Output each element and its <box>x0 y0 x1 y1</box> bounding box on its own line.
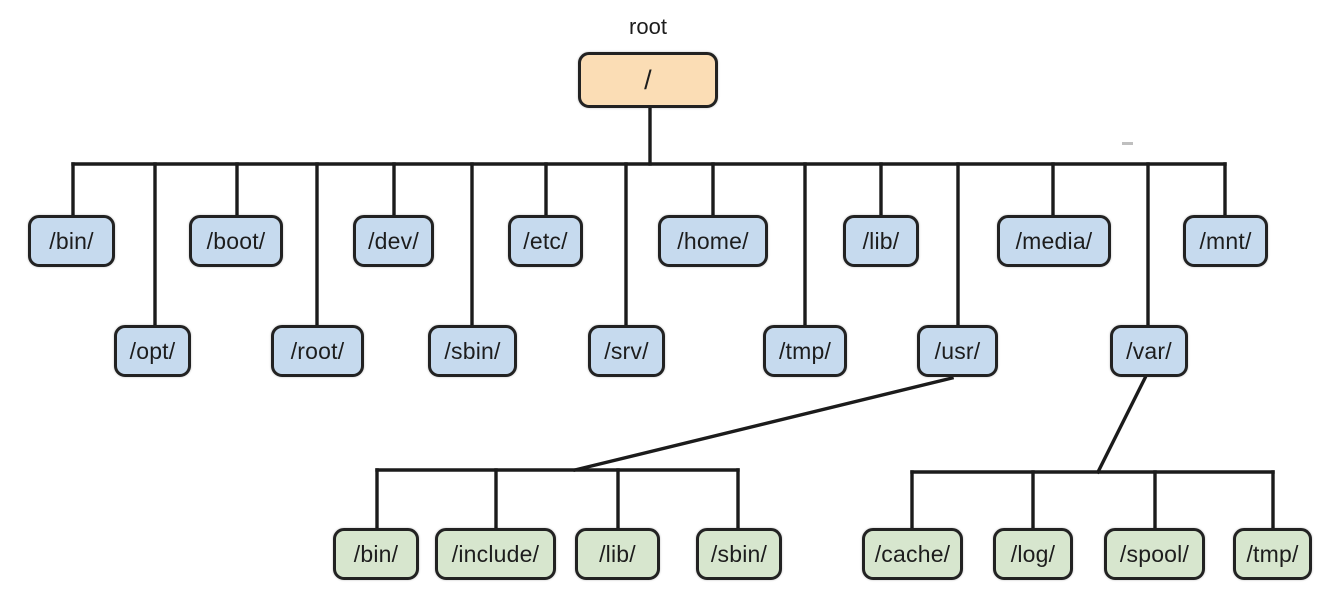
stray-mark <box>1122 142 1133 145</box>
var-diagonal-line <box>1095 375 1148 475</box>
node-var-tmp: /tmp/ <box>1233 528 1312 580</box>
node-usr: /usr/ <box>917 325 998 377</box>
node-etc: /etc/ <box>508 215 583 267</box>
node-root-home: /root/ <box>271 325 364 377</box>
node-bin: /bin/ <box>28 215 115 267</box>
node-root: / <box>578 52 718 108</box>
level1-top-drop-lines <box>71 162 1227 219</box>
node-media: /media/ <box>997 215 1111 267</box>
node-usr-include: /include/ <box>435 528 556 580</box>
root-caption: root <box>629 14 667 39</box>
node-var-spool: /spool/ <box>1104 528 1205 580</box>
node-var-log: /log/ <box>993 528 1073 580</box>
node-sbin: /sbin/ <box>428 325 517 377</box>
node-usr-bin: /bin/ <box>333 528 419 580</box>
var-drop-lines <box>910 470 1275 532</box>
level1-bottom-drop-lines <box>153 162 1150 329</box>
node-tmp: /tmp/ <box>763 325 847 377</box>
usr-diagonal-line <box>572 375 955 473</box>
node-usr-sbin: /sbin/ <box>696 528 782 580</box>
node-srv: /srv/ <box>588 325 665 377</box>
node-boot: /boot/ <box>189 215 283 267</box>
node-var-cache: /cache/ <box>862 528 963 580</box>
node-opt: /opt/ <box>114 325 191 377</box>
node-dev: /dev/ <box>353 215 434 267</box>
node-var: /var/ <box>1110 325 1188 377</box>
node-home: /home/ <box>658 215 768 267</box>
node-usr-lib: /lib/ <box>575 528 660 580</box>
node-mnt: /mnt/ <box>1183 215 1268 267</box>
node-lib: /lib/ <box>843 215 919 267</box>
usr-drop-lines <box>375 468 740 532</box>
